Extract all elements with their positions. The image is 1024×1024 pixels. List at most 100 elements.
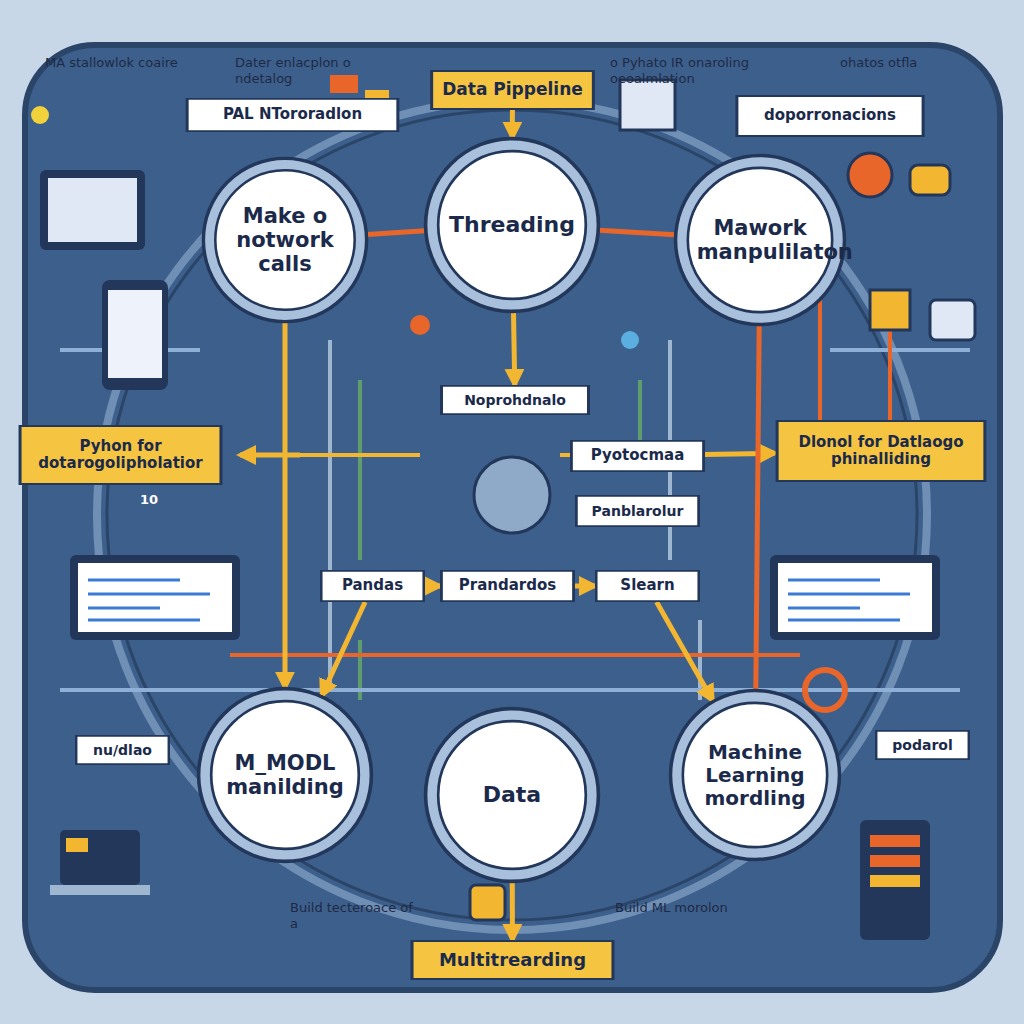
flow-connector [283, 322, 288, 687]
node-label: M_MODL manilding [214, 749, 356, 801]
orange-disc [848, 153, 892, 197]
process-box: Slearn [595, 570, 700, 602]
circle-rim [426, 139, 599, 312]
free-label: ohatos otfla [840, 55, 990, 71]
bulb-icon [31, 106, 49, 124]
node-fill [211, 701, 359, 849]
node-label: Dlonol for Datlaogo phinalliding [775, 432, 987, 471]
monitor-screen [78, 563, 232, 632]
flow-connector [425, 584, 440, 589]
laptop-icon [50, 830, 150, 895]
node-label: Prandardos [453, 575, 562, 596]
pipe [328, 340, 332, 690]
process-circle: Threading [422, 135, 602, 315]
left-monitor [70, 555, 240, 640]
node-label: Noprohdnalo [458, 390, 572, 410]
highlight-box: Data Pippeline [430, 70, 595, 110]
process-box: Noprohdnalo [440, 385, 590, 415]
server-slot [870, 835, 920, 847]
free-label: MA stallowlok coaire [45, 55, 195, 71]
process-box: Pandas [320, 570, 425, 602]
server-slot [870, 855, 920, 867]
node-fill [432, 70, 594, 109]
yellow-cube [870, 290, 910, 330]
process-box: podarol [875, 730, 970, 760]
phone-screen [108, 290, 162, 378]
highlight-box: Multitrearding [410, 940, 615, 980]
flow-connector [513, 312, 514, 385]
laptop-base [50, 885, 150, 895]
node-label: Multitrearding [433, 948, 592, 973]
process-box: Panblarolur [575, 495, 700, 527]
process-circle: Mawork manpulilaton [672, 152, 848, 328]
dot [621, 331, 639, 349]
flow-connector [599, 230, 675, 235]
outer-ring [97, 100, 927, 930]
monitor-frame [70, 555, 240, 640]
server-icon [860, 820, 930, 940]
node-fill [321, 570, 424, 601]
main-panel [25, 45, 1000, 990]
dot [410, 315, 430, 335]
right-monitor [770, 555, 940, 640]
icon-block [330, 75, 358, 93]
node-fill [441, 570, 573, 601]
ring-icon [805, 670, 845, 710]
process-box: Prandardos [440, 570, 575, 602]
tablet-icon [40, 170, 145, 250]
tablet-body [40, 170, 145, 250]
process-circle: Data [422, 705, 602, 885]
flow-connector [322, 602, 365, 696]
node-fill [76, 735, 169, 764]
node-label: Data Pippeline [436, 78, 589, 102]
node-fill [571, 440, 703, 471]
process-box: PAL NTororadlon [185, 98, 400, 132]
inner-ring [107, 110, 917, 920]
node-label: Data [477, 780, 547, 809]
process-circle: Machine Learning mordling [667, 687, 843, 863]
node-fill [442, 385, 589, 414]
code-lines [88, 580, 210, 620]
node-fill [412, 940, 613, 979]
node-label: Mawork manpulilaton [691, 214, 830, 266]
process-circle: M_MODL manilding [195, 685, 375, 865]
monitor-screen [778, 563, 932, 632]
flow-connector [575, 584, 595, 589]
icon-block [910, 165, 950, 195]
phone-icon [102, 280, 168, 390]
process-box: nu/dlao [75, 735, 170, 765]
node-fill [876, 730, 969, 759]
pipe [358, 380, 362, 700]
node-label: Make o notwork calls [218, 202, 352, 278]
node-label: nu/dlao [87, 740, 158, 760]
node-fill [683, 703, 827, 847]
monitor-frame [770, 555, 940, 640]
free-label: 10 [140, 492, 180, 508]
node-label: doporronacions [758, 105, 902, 126]
pipe [230, 653, 800, 657]
flow-connector [756, 325, 759, 689]
small-icons [31, 75, 975, 920]
node-label: PAL NTororadlon [217, 104, 368, 125]
process-box: doporronacions [735, 95, 925, 137]
node-fill [737, 95, 923, 136]
free-label: o Pyhato IR onaroling oeoalmlation [610, 55, 790, 86]
node-fill [576, 495, 699, 526]
flow-connector [367, 231, 425, 235]
node-label: Panblarolur [586, 501, 690, 521]
free-label: Build ML morolon [615, 900, 740, 916]
flow-connector [705, 453, 775, 454]
node-label: Machine Learning mordling [686, 739, 825, 812]
highlight-box: Pyhon for dotarogolipholatior [18, 425, 223, 485]
node-label: podarol [886, 735, 958, 755]
icon-block [930, 300, 975, 340]
flow-connector [510, 110, 515, 138]
circle-rim [203, 158, 366, 321]
code-lines [788, 580, 910, 620]
laptop-screen [60, 830, 140, 885]
process-circle: Make o notwork calls [200, 155, 370, 325]
node-label: Pandas [336, 575, 409, 596]
node-label: Pyotocmaa [585, 445, 691, 466]
node-fill [688, 168, 832, 312]
